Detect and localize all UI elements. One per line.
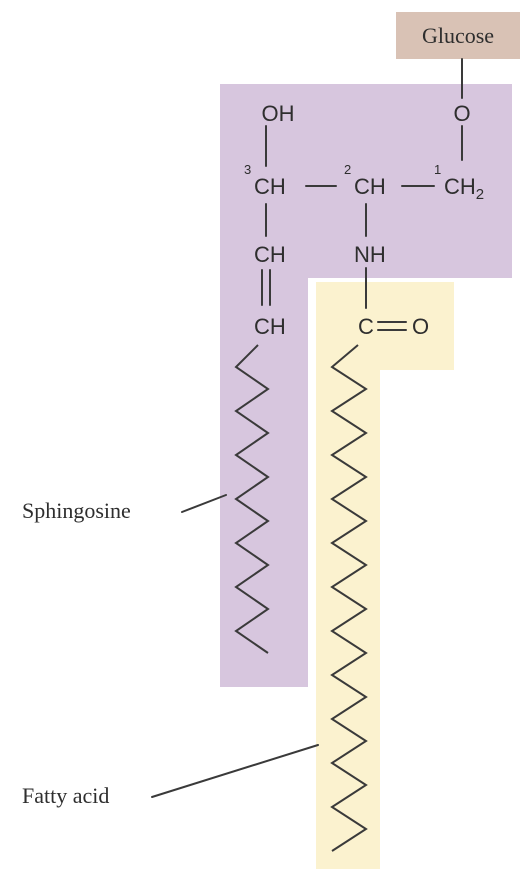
- sphingosine-label: Sphingosine: [22, 498, 131, 523]
- carbonyl-o-atom: O: [412, 314, 429, 339]
- c3-number: 3: [244, 162, 251, 177]
- nh-atom: NH: [354, 242, 386, 267]
- c1-number: 1: [434, 162, 441, 177]
- oh-atom: OH: [262, 101, 295, 126]
- sphingosine-leader: [181, 494, 227, 513]
- carbonyl-c-atom: C: [358, 314, 374, 339]
- ch-upper-atom: CH: [254, 242, 286, 267]
- glucose-box: [396, 12, 520, 59]
- c1-atom: CH2: [444, 174, 484, 203]
- ch-lower-atom: CH: [254, 314, 286, 339]
- sphingosine-region: [220, 84, 512, 687]
- o-link-atom: O: [453, 101, 470, 126]
- sphingosine-hydrocarbon-chain: [234, 344, 270, 654]
- fatty-acid-hydrocarbon-chain: [330, 344, 368, 852]
- fatty-acid-label: Fatty acid: [22, 783, 109, 808]
- fatty-acid-region-cutout: [380, 370, 460, 869]
- fatty-acid-leader: [151, 744, 319, 798]
- glucose-label: Glucose: [422, 23, 494, 48]
- c2-atom: CH: [354, 174, 386, 199]
- c1-subscript: 2: [476, 186, 484, 203]
- c2-number: 2: [344, 162, 351, 177]
- c3-atom: CH: [254, 174, 286, 199]
